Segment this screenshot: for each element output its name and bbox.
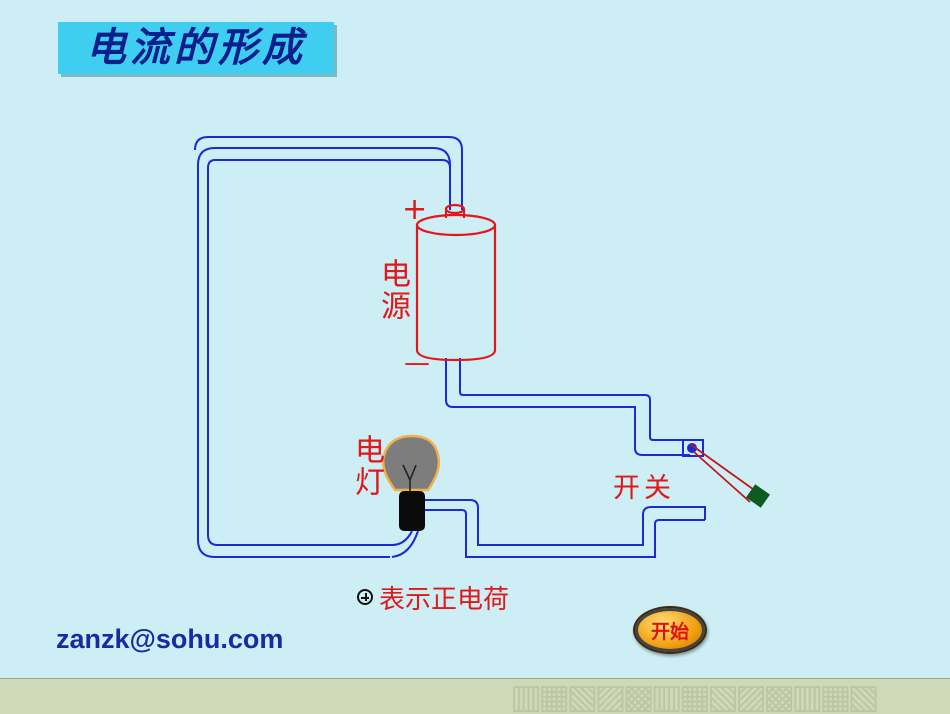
battery-minus-sign: — — [404, 348, 430, 378]
positive-charge-icon — [357, 589, 373, 605]
battery-body — [415, 225, 497, 362]
wire-battery-switch-a — [445, 358, 690, 456]
wire-inner-left — [194, 136, 463, 210]
wire-inner-left-2 — [207, 159, 392, 546]
wire-battery-switch-b — [459, 358, 688, 441]
legend-text: 表示正电荷 — [379, 584, 510, 615]
bulb-label: 电灯 — [349, 434, 384, 498]
slide-title: 电流的形成 — [58, 22, 334, 74]
bulb-base — [399, 491, 425, 531]
bulb-glass — [381, 434, 441, 492]
bulb — [381, 434, 441, 558]
switch-pivot — [687, 443, 697, 453]
switch-label: 开关 — [613, 473, 675, 504]
wire-loop — [194, 136, 706, 558]
wire-outer-left-2 — [215, 159, 451, 169]
battery-cap-body — [444, 209, 466, 218]
bulb-filament — [402, 464, 417, 492]
wire-outer-left — [197, 147, 451, 558]
battery — [415, 203, 497, 362]
footer-decoration-pattern: ▥▦▧▨▩▥▦▧▨▩▥▦▧ — [510, 678, 880, 714]
bulb-lead — [391, 530, 419, 558]
wire-bulb-return-a — [420, 499, 706, 546]
battery-label: 电源 — [375, 258, 410, 322]
battery-plus-sign: + — [402, 192, 428, 227]
legend: 表示正电荷 — [357, 580, 510, 615]
battery-top — [415, 213, 497, 237]
switch — [682, 439, 770, 508]
wire-bulb-return-b — [420, 509, 705, 558]
author-email: zanzk@sohu.com — [56, 624, 284, 654]
switch-pivot-box — [682, 439, 704, 457]
switch-handle — [746, 484, 770, 508]
footer-band: ▥▦▧▨▩▥▦▧▨▩▥▦▧ — [0, 678, 950, 714]
start-button[interactable]: 开始 — [633, 606, 707, 654]
switch-lever — [689, 443, 758, 503]
